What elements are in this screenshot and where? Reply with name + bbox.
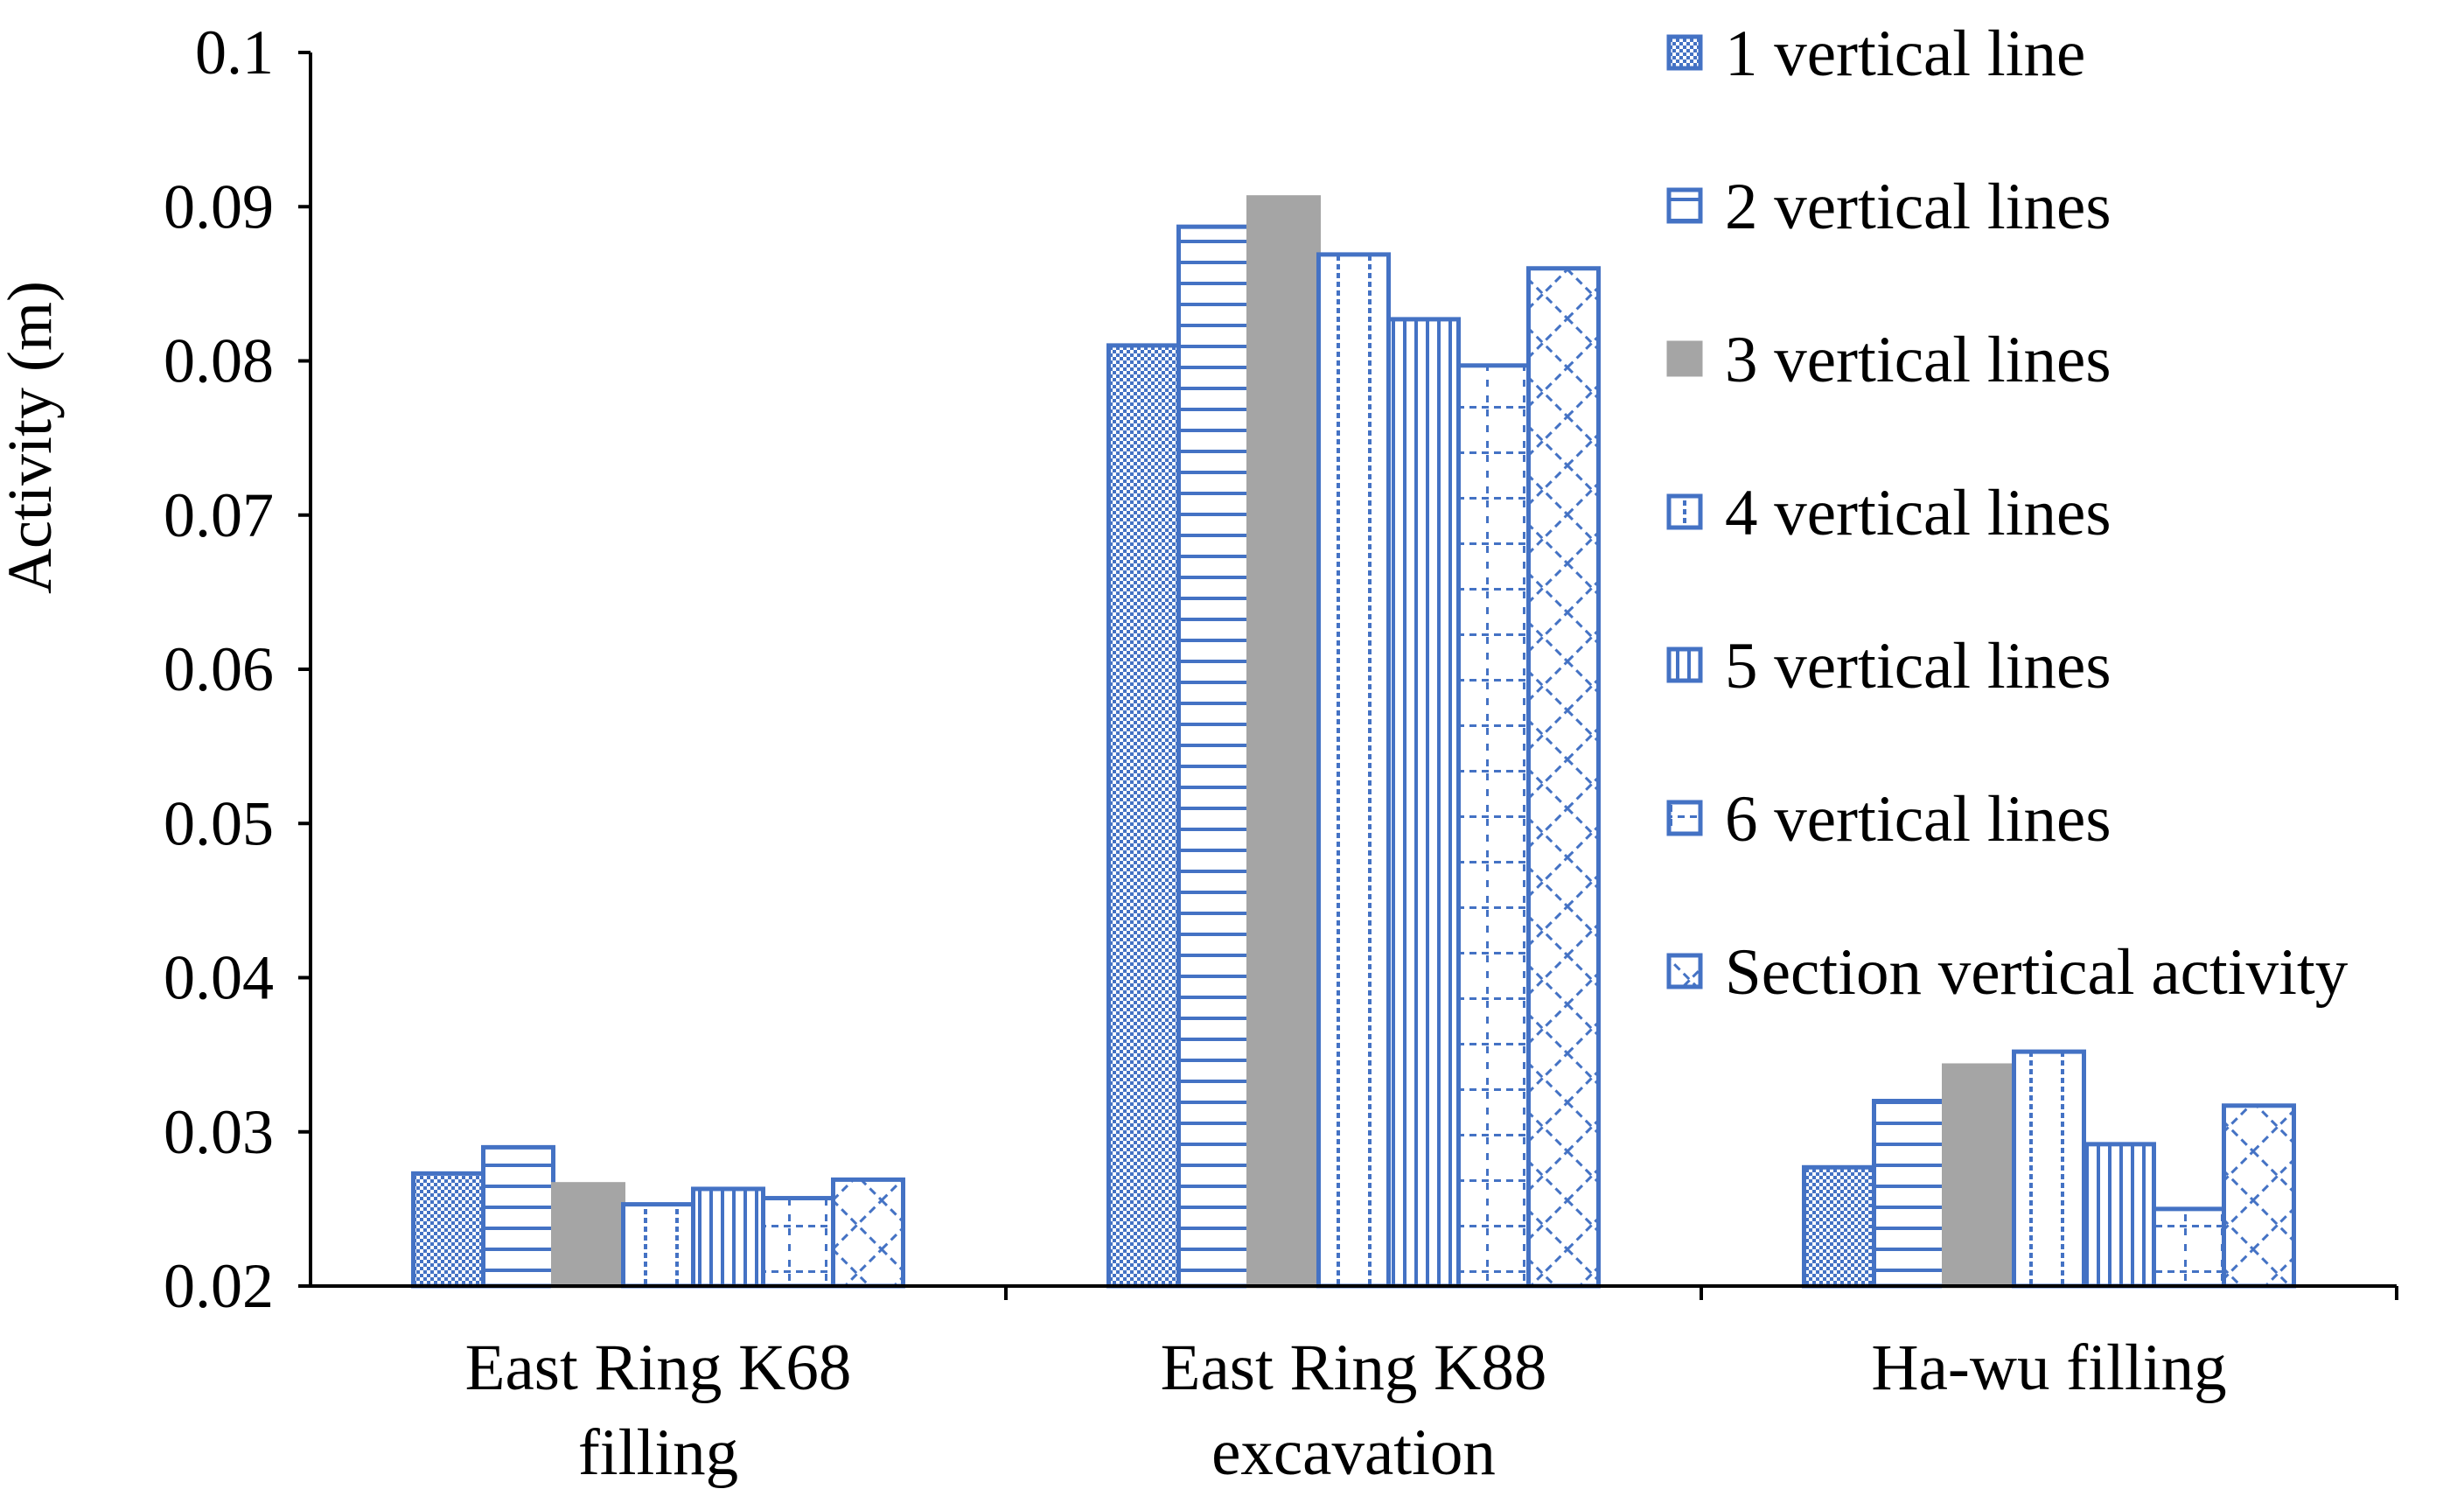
bar-series5-cat2 (1386, 317, 1461, 1289)
legend-swatch (1666, 953, 1703, 989)
bar-series3-cat2 (1246, 195, 1321, 1289)
legend-label: 1 vertical line (1725, 17, 2085, 90)
y-tick-label: 0.02 (164, 1251, 274, 1321)
x-category-label: Ha-wu filling (1871, 1332, 2226, 1404)
bar-series7-cat1 (831, 1177, 905, 1289)
legend-label: 2 vertical lines (1725, 171, 2112, 243)
legend-swatch (1666, 493, 1703, 530)
bar-series3-cat3 (1942, 1063, 2016, 1289)
y-axis-title: Activity (m) (0, 281, 65, 594)
bar-series4-cat1 (621, 1202, 695, 1289)
y-tick-label: 0.08 (164, 326, 274, 396)
y-tick-label: 0.06 (164, 634, 274, 704)
legend-swatch (1666, 34, 1703, 71)
bar-series4-cat3 (2012, 1049, 2086, 1289)
bar-series1-cat2 (1106, 343, 1181, 1289)
legend-label: 3 vertical lines (1725, 324, 2112, 396)
legend-swatch (1666, 800, 1703, 836)
legend-label: 5 vertical lines (1725, 630, 2112, 703)
x-category-label-line: excavation (1211, 1416, 1496, 1489)
y-tick-label: 0.03 (164, 1097, 274, 1167)
y-tick-label: 0.07 (164, 480, 274, 550)
bar-series7-cat2 (1526, 266, 1601, 1289)
bar-series3-cat1 (551, 1182, 625, 1289)
legend-swatch (1666, 187, 1703, 224)
bar-series6-cat1 (761, 1196, 835, 1289)
bar-series2-cat3 (1872, 1099, 1946, 1289)
x-category-label-line: East Ring K88 (1161, 1332, 1547, 1404)
x-category-label-line: East Ring K68 (465, 1332, 852, 1404)
bar-series6-cat3 (2152, 1206, 2226, 1289)
legend: 1 vertical line 2 vertical lines 3 vertica… (1666, 17, 2349, 1009)
bar-series5-cat1 (691, 1186, 765, 1289)
plot-area (411, 195, 2296, 1289)
bar-series5-cat3 (2082, 1142, 2156, 1289)
legend-label: 4 vertical lines (1725, 477, 2112, 549)
bar-series6-cat2 (1456, 363, 1531, 1289)
y-tick-label: 0.05 (164, 788, 274, 858)
bar-series1-cat1 (411, 1171, 485, 1289)
bar-series2-cat1 (481, 1144, 555, 1289)
bar-series7-cat3 (2222, 1103, 2296, 1289)
legend-swatch (1666, 647, 1703, 683)
axes: 0.02 0.03 0.04 0.05 0.06 0.07 0.08 0.09 0.1 (164, 17, 2398, 1321)
bar-series2-cat2 (1176, 224, 1251, 1289)
legend-label: 6 vertical lines (1725, 783, 2112, 856)
x-category-label-line: filling (578, 1416, 738, 1489)
y-tick-label: 0.1 (195, 17, 274, 87)
legend-label: Section vertical activity (1725, 936, 2349, 1009)
x-category-label: East Ring K68 filling (465, 1332, 852, 1489)
bar-series1-cat3 (1802, 1164, 1876, 1289)
x-category-label-line: Ha-wu filling (1871, 1332, 2226, 1404)
y-tick-label: 0.09 (164, 171, 274, 241)
bar-series4-cat2 (1316, 252, 1391, 1289)
legend-swatch (1666, 340, 1703, 377)
x-category-label: East Ring K88 excavation (1161, 1332, 1547, 1489)
y-tick-label: 0.04 (164, 943, 274, 1013)
